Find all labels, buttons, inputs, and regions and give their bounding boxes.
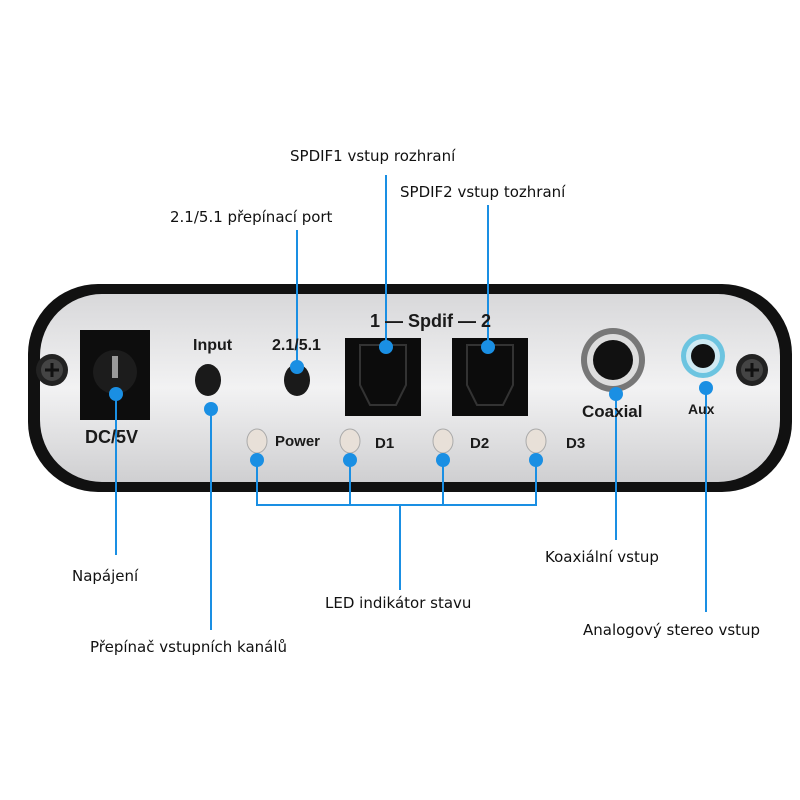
callout-lines: [115, 175, 707, 630]
input-label: Input: [193, 337, 233, 354]
mode-label: 2.1/5.1: [272, 337, 321, 354]
input-button-icon: [195, 364, 221, 396]
coaxial-label: Coaxial: [582, 402, 642, 421]
aux-jack-icon: [681, 334, 725, 378]
callout-input-switch: Přepínač vstupních kanálů: [90, 638, 288, 656]
d2-led-label: D2: [470, 435, 489, 452]
led-icons: [246, 428, 547, 454]
screw-right-icon: [736, 354, 768, 386]
dc-label: DC/5V: [85, 427, 138, 447]
screw-left-icon: [36, 354, 68, 386]
spdif-label: 1 — Spdif — 2: [370, 311, 491, 331]
aux-label: Aux: [688, 401, 715, 417]
callout-mode-switch: 2.1/5.1 přepínací port: [170, 208, 333, 226]
callout-power: Napájení: [72, 567, 139, 585]
callout-led: LED indikátor stavu: [325, 594, 472, 612]
coaxial-jack-icon: [581, 328, 645, 392]
callout-spdif1: SPDIF1 vstup rozhraní: [290, 147, 456, 165]
mode-button-icon: [284, 364, 310, 396]
callout-dots: [109, 340, 713, 467]
callout-spdif2: SPDIF2 vstup tozhraní: [400, 183, 566, 201]
power-led-label: Power: [275, 433, 320, 450]
callout-aux: Analogový stereo vstup: [583, 621, 761, 639]
callout-coaxial: Koaxiální vstup: [545, 548, 659, 566]
d3-led-label: D3: [566, 435, 585, 452]
d1-led-label: D1: [375, 435, 394, 452]
